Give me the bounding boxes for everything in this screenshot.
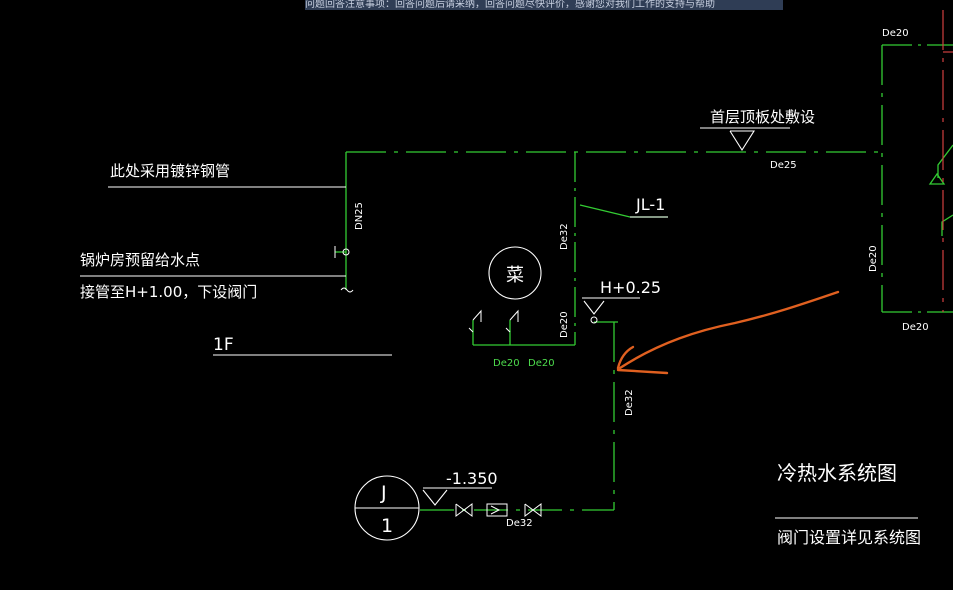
red-risers xyxy=(942,10,953,312)
riser-j-text: J xyxy=(380,482,387,504)
gate-valve-2-icon xyxy=(524,503,542,517)
slab-note-triangle xyxy=(729,130,755,152)
green-size-labels: De20 De20 xyxy=(493,358,555,369)
size-de20-b: De20 xyxy=(493,358,520,369)
elevation-h025-label: H+0.25 xyxy=(600,278,661,297)
banner-text: 问题回答注意事项：回答问题后请采纳，回答问题尽快评价，感谢您对我们工作的支持与帮… xyxy=(305,0,715,10)
valve-symbols xyxy=(334,246,598,517)
white-labels: 此处采用镀锌钢管 锅炉房预留给水点 接管至H+1.00，下设阀门 1F 首层顶板… xyxy=(80,108,921,547)
vegetable-mark-circle xyxy=(488,246,542,300)
size-de32-a: De32 xyxy=(559,223,570,250)
h025-valve-symbol xyxy=(590,316,598,324)
pipe-size-labels: DN25 De25 De32 De20 De32 De32 De20 De20 … xyxy=(354,28,929,529)
right-fixture-stub xyxy=(937,144,953,178)
vegetable-mark-text: 菜 xyxy=(506,265,524,286)
right-fixture-triangle xyxy=(928,172,946,185)
drawing-title: 冷热水系统图 xyxy=(777,461,897,485)
gate-valve-1-icon xyxy=(455,503,473,517)
size-de20-right: De20 xyxy=(868,245,879,272)
galvanized-pipe-note: 此处采用镀锌钢管 xyxy=(110,162,230,180)
m1350-triangle xyxy=(422,489,448,506)
size-de32-b: De32 xyxy=(624,389,635,416)
elevation-m1350-label: -1.350 xyxy=(446,469,498,488)
size-de20-c: De20 xyxy=(528,358,555,369)
size-de20-bottom: De20 xyxy=(902,322,929,333)
boiler-tap-curl xyxy=(340,287,354,293)
faucet-1-spout xyxy=(468,327,474,333)
orange-arrow-head-upper xyxy=(616,345,635,370)
connect-pipe-note: 接管至H+1.00，下设阀门 xyxy=(80,283,257,301)
drawing-subtitle: 阀门设置详见系统图 xyxy=(777,528,921,547)
h025-triangle xyxy=(583,300,605,315)
pipe-network xyxy=(335,44,953,511)
top-notification-banner: 问题回答注意事项：回答问题后请采纳，回答问题尽快评价，感谢您对我们工作的支持与帮… xyxy=(305,0,783,10)
orange-arrow-shaft xyxy=(618,290,840,370)
size-de20-top: De20 xyxy=(882,28,909,39)
faucet-1-icon xyxy=(472,309,482,322)
orange-annotation xyxy=(616,290,840,375)
size-de32-c: De32 xyxy=(506,518,533,529)
size-dn25: DN25 xyxy=(354,202,365,230)
right-fixture-stub-2 xyxy=(941,214,953,236)
size-de25: De25 xyxy=(770,160,797,171)
symbol-circles xyxy=(354,246,542,541)
faucet-2-spout xyxy=(505,327,511,333)
leader-lines xyxy=(80,127,918,519)
faucet-2-icon xyxy=(509,309,519,322)
boiler-valve-symbol xyxy=(342,248,350,256)
boiler-room-note: 锅炉房预留给水点 xyxy=(80,251,200,269)
size-de20-a: De20 xyxy=(559,311,570,338)
orange-arrow-head-lower xyxy=(616,368,669,375)
floor-1f-label: 1F xyxy=(213,335,234,355)
riser-jl1-label: JL-1 xyxy=(635,195,665,214)
riser-j-number-text: 1 xyxy=(381,515,393,537)
slab-note-label: 首层顶板处敷设 xyxy=(710,108,815,126)
check-valve-box xyxy=(486,503,508,517)
check-valve-arrow-icon xyxy=(490,505,501,515)
